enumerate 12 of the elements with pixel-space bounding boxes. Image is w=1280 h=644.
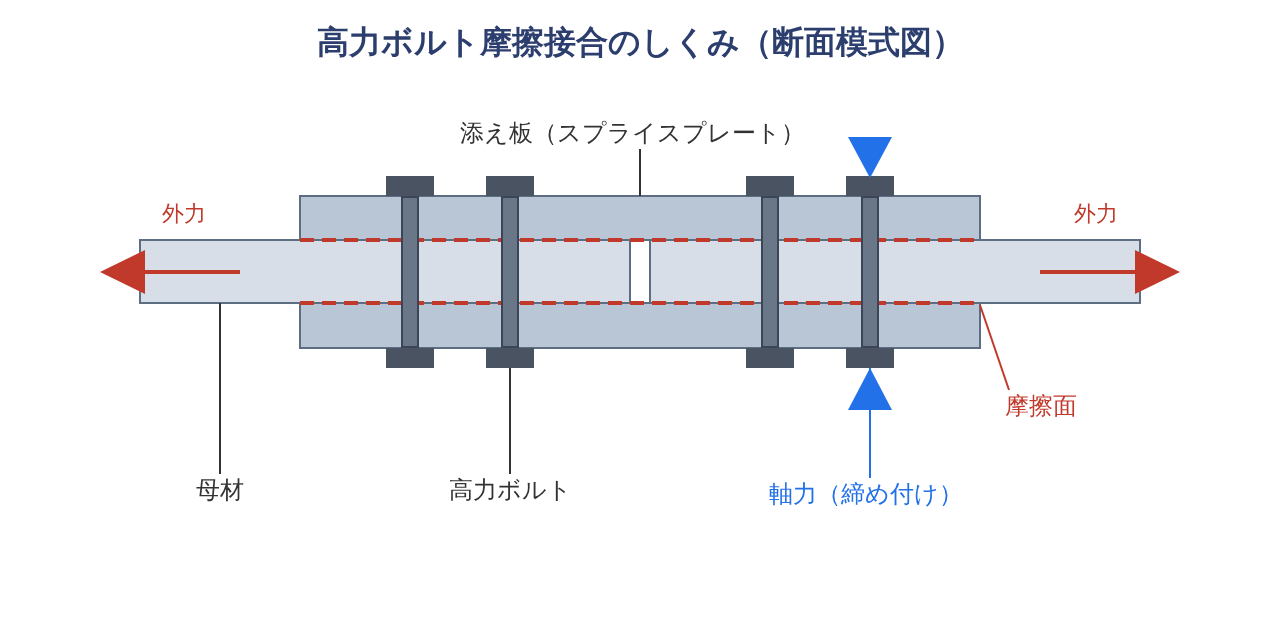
callout-label: 高力ボルト [449,474,572,506]
arrow [848,367,892,479]
force-label: 外力 [1074,200,1118,228]
force-label: 外力 [162,200,206,228]
leader-line [639,148,641,197]
leader-line [509,367,511,475]
diagram-title: 高力ボルト摩擦接合のしくみ（断面模式図） [317,22,964,62]
leader-line [219,302,221,475]
callout-label: 添え板（スプライスプレート） [460,117,805,149]
callout-label: 摩擦面 [1005,390,1077,422]
callout-label: 軸力（締め付け） [769,478,963,510]
callout-label: 母材 [196,474,244,506]
